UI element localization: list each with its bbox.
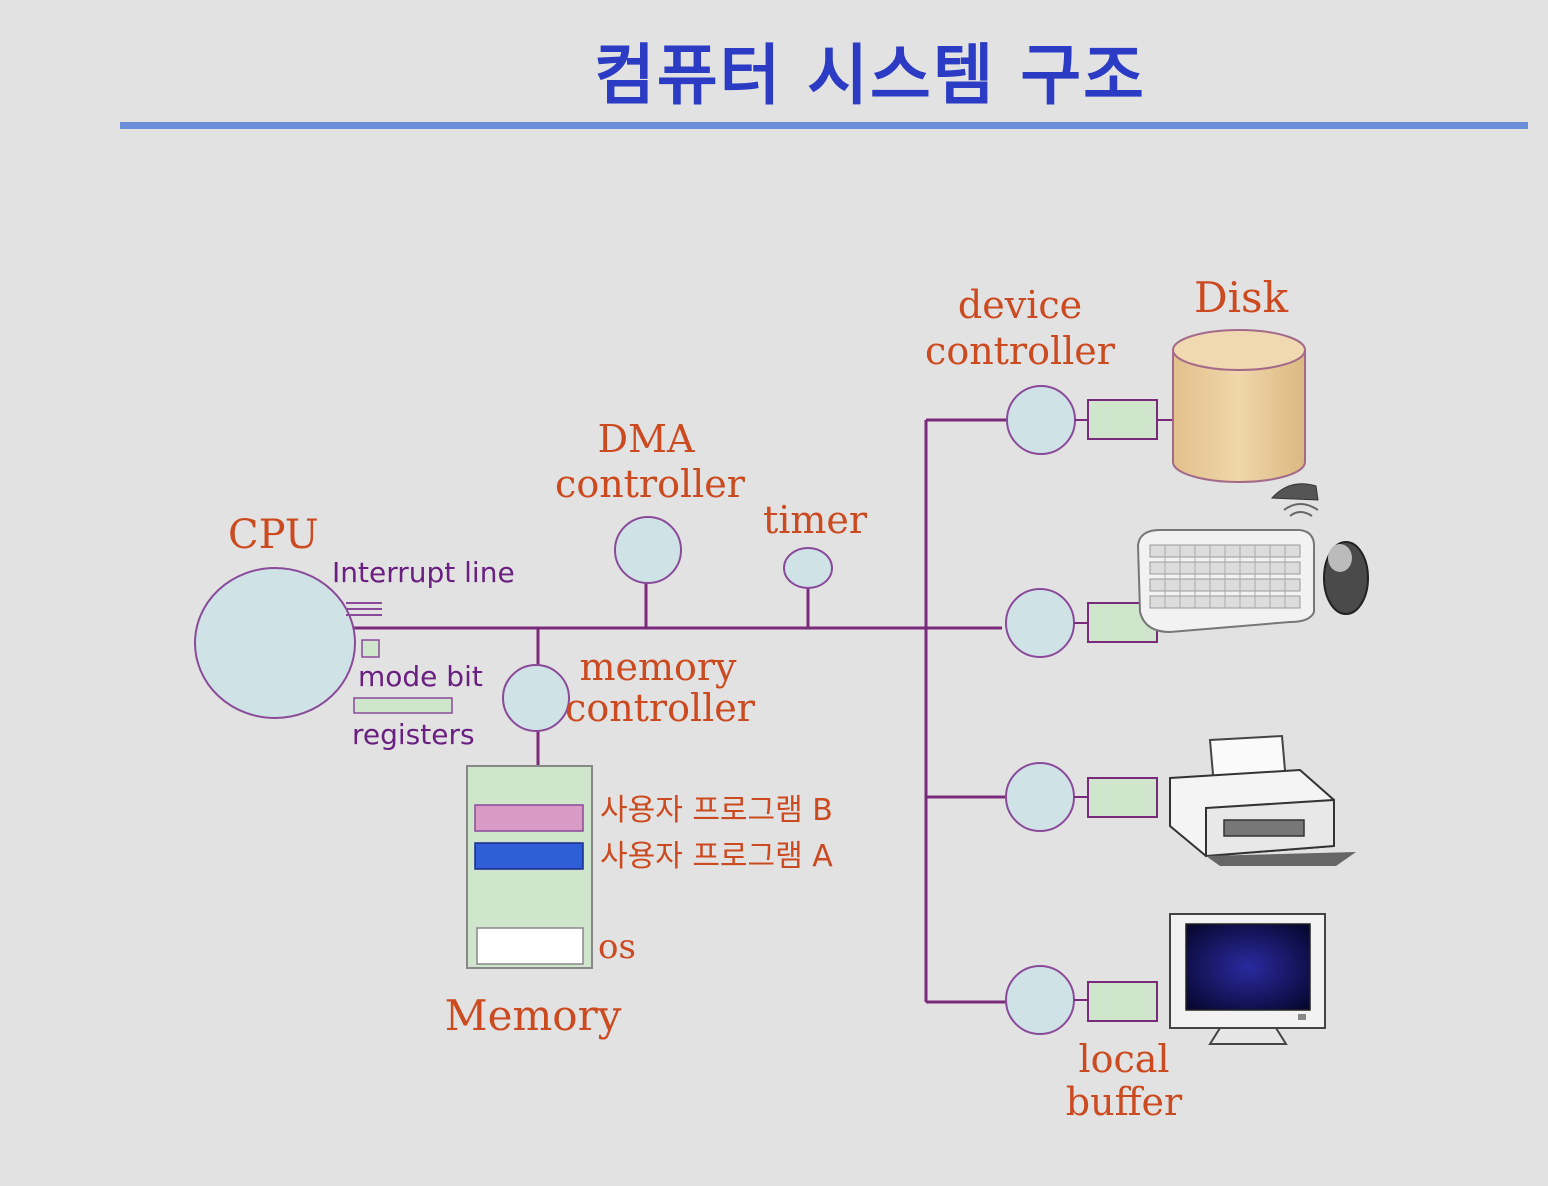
device-controller-label-line2: controller <box>925 329 1116 373</box>
dma-label-line1: DMA <box>598 417 695 461</box>
registers-box <box>353 697 453 714</box>
memctrl-label-line1: memory <box>579 645 737 689</box>
timer: timer <box>763 498 868 589</box>
memory-controller: memory controller <box>502 645 756 732</box>
mode-bit-label: mode bit <box>358 660 483 693</box>
memory: 사용자 프로그램 B 사용자 프로그램 A os Memory <box>445 765 833 1040</box>
cpu: CPU Interrupt line mode bit registers <box>194 512 515 751</box>
interrupt-line-label: Interrupt line <box>332 556 515 589</box>
system-bus <box>352 418 1006 1004</box>
disk-icon: Disk <box>1172 273 1306 483</box>
disk-label: Disk <box>1194 273 1289 322</box>
interrupt-line-marks <box>346 602 382 616</box>
title-divider <box>120 122 1528 129</box>
memctrl-label-line2: controller <box>565 686 756 730</box>
timer-label: timer <box>763 498 868 542</box>
device-controllers: device controller local buffer <box>925 283 1183 1124</box>
page-title: 컴퓨터 시스템 구조 <box>594 37 1146 114</box>
disk-controller-node <box>1006 385 1076 455</box>
keyboard-mouse-icon <box>1136 483 1369 634</box>
printer-icon <box>1169 734 1356 866</box>
mode-bit-box <box>361 639 380 658</box>
user-program-b-label: 사용자 프로그램 B <box>600 793 833 828</box>
os-block <box>476 927 584 965</box>
dma-node <box>614 516 682 584</box>
user-program-a-label: 사용자 프로그램 A <box>600 839 833 874</box>
printer-controller-node <box>1005 762 1075 832</box>
monitor-local-buffer <box>1087 981 1158 1022</box>
printer-local-buffer <box>1087 777 1158 818</box>
local-buffer-label-line2: buffer <box>1066 1080 1183 1124</box>
dma-label-line2: controller <box>555 462 746 506</box>
os-label: os <box>598 927 636 967</box>
user-program-b-block <box>474 804 584 832</box>
dma-controller: DMA controller <box>555 417 746 584</box>
registers-label: registers <box>352 718 475 751</box>
timer-node <box>783 547 833 589</box>
monitor-controller-node <box>1005 965 1075 1035</box>
local-buffer-label-line1: local <box>1078 1037 1169 1081</box>
cpu-circle <box>194 567 356 719</box>
device-controller-label-line1: device <box>958 283 1082 327</box>
monitor-icon <box>1169 913 1326 1045</box>
user-program-a-block <box>474 842 584 870</box>
disk-local-buffer <box>1087 399 1158 440</box>
keyboard-controller-node <box>1005 588 1075 658</box>
memory-controller-node <box>502 664 570 732</box>
cpu-label: CPU <box>228 512 319 558</box>
memory-label: Memory <box>445 991 622 1040</box>
